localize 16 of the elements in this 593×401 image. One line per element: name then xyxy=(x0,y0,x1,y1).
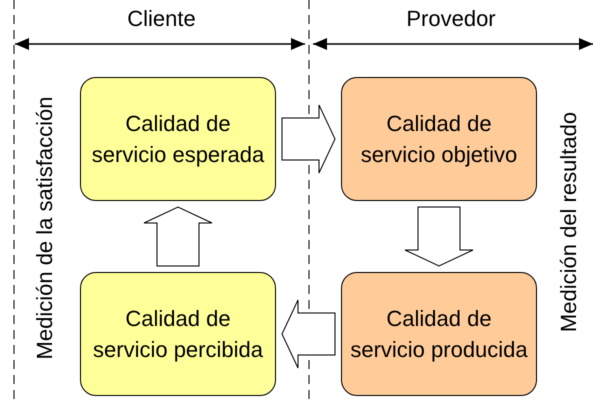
box-label: Calidad de servicio esperada xyxy=(90,110,266,169)
axis-label: Medición de la satisfacción xyxy=(32,96,58,360)
box-label: Calidad de servicio objetivo xyxy=(360,110,518,169)
process-box xyxy=(80,272,276,396)
block-arrow xyxy=(281,300,336,368)
box-label: Calidad de servicio percibida xyxy=(92,305,264,364)
process-box xyxy=(80,77,276,201)
process-box xyxy=(341,272,537,396)
process-box xyxy=(341,77,537,201)
block-arrow xyxy=(144,206,212,266)
column-heading: Cliente xyxy=(126,6,197,32)
block-arrow xyxy=(404,206,474,267)
block-arrow xyxy=(282,104,336,174)
column-heading: Provedor xyxy=(405,6,497,32)
axis-label: Medición del resultado xyxy=(556,112,582,332)
box-label: Calidad de servicio producida xyxy=(349,305,529,364)
